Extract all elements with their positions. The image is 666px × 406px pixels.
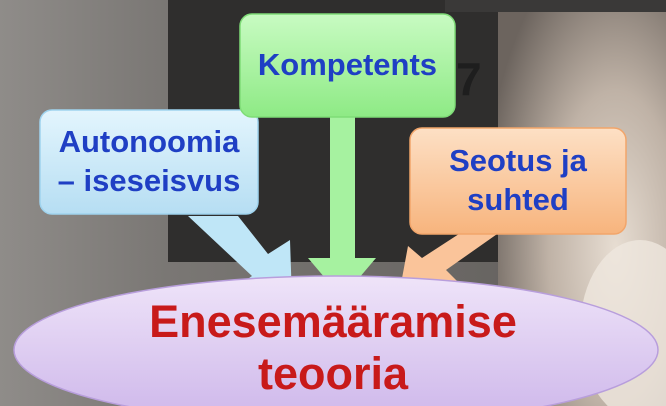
competence-label: Kompetents bbox=[257, 47, 438, 83]
box-relatedness bbox=[409, 127, 627, 235]
background-slide-top-strip bbox=[445, 0, 666, 12]
box-competence bbox=[239, 13, 456, 118]
autonomy-label: Autonoomia – iseseisvus bbox=[57, 124, 241, 198]
theory-title: Enesemääramise teooria bbox=[149, 296, 517, 399]
arrow-competence bbox=[308, 117, 376, 298]
theory-ellipse bbox=[13, 275, 659, 406]
relatedness-label: Seotus ja suhted bbox=[449, 143, 587, 217]
background-slide-number: 7 bbox=[456, 53, 482, 105]
box-autonomy bbox=[39, 109, 259, 215]
